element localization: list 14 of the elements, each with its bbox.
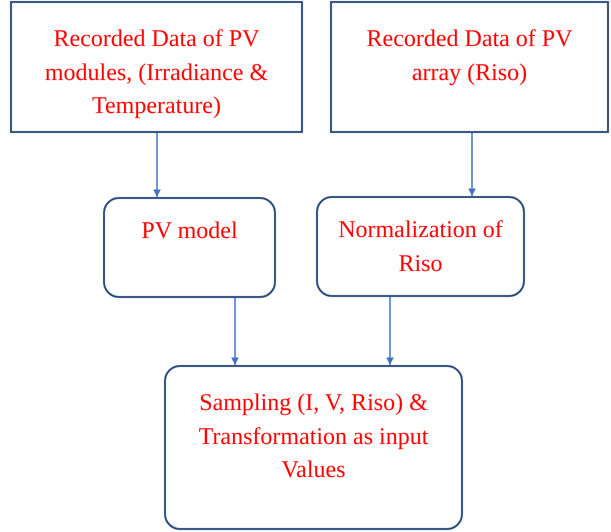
process-box bbox=[164, 365, 463, 530]
data-box bbox=[10, 1, 303, 133]
arrow bbox=[231, 298, 239, 365]
box-text: Sampling (I, V, Riso) & Transformation as input Values bbox=[198, 389, 430, 486]
arrow bbox=[386, 297, 394, 365]
process-box bbox=[103, 197, 276, 298]
box-text: Normalization of Riso bbox=[337, 216, 504, 279]
process-box bbox=[316, 196, 525, 297]
data-box bbox=[330, 1, 609, 133]
box-text: Recorded Data of PV modules, (Irradiance & Temperature) bbox=[44, 25, 270, 122]
box-text: Recorded Data of PV array (Riso) bbox=[366, 25, 574, 88]
arrow bbox=[468, 133, 476, 196]
box-text: PV model bbox=[141, 217, 238, 246]
arrow bbox=[153, 133, 161, 197]
